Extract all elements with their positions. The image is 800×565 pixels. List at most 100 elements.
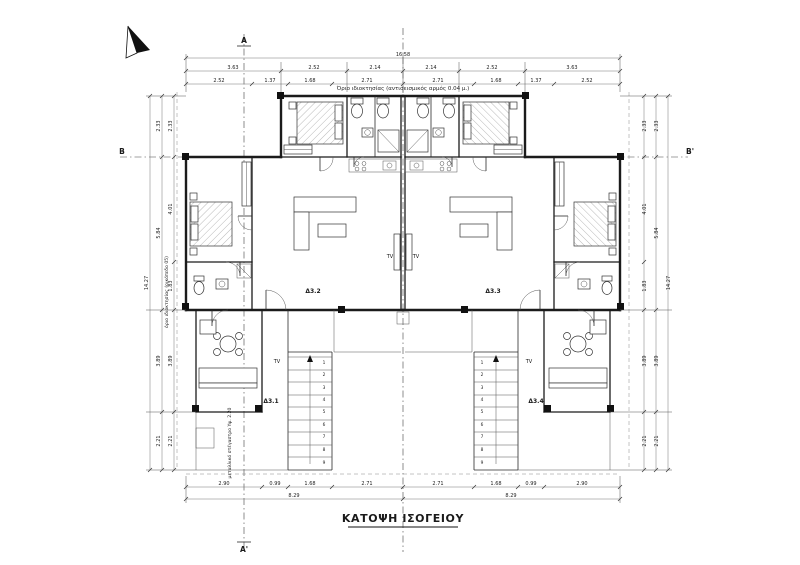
dimension-text: 7 [323, 434, 326, 440]
dim-right-row: 2.335.843.892.21 [654, 120, 660, 446]
pergola-grate [195, 427, 215, 449]
unit-label-d34: Δ3.4 [528, 398, 543, 405]
dimension-text: 3.89 [642, 355, 648, 366]
dimension-text: 1.68 [490, 481, 501, 487]
left-boundary-note: όριο ιδιοκτησίας (οικόπεδο 05) [163, 256, 170, 328]
dimension-text: 2.90 [218, 481, 229, 487]
dim-left-row: 2.335.843.892.21 [156, 120, 162, 446]
boundary-note: Όριο ιδιοκτησίας (αντισεισμικός αρμός 0.… [336, 85, 469, 92]
living-room-furniture [293, 196, 401, 271]
dimension-text: 9 [481, 460, 484, 466]
bathroom-side-fixtures [193, 263, 252, 295]
dimension-text: 0.99 [269, 481, 280, 487]
dim-bottom-inner: 2.90 0.99 1.68 2.71 2.71 1.68 0.99 2.90 [218, 481, 587, 487]
dimension-text: 4.01 [168, 203, 174, 214]
pergola-note: μεταλλικό στέγαστρο Υψ. 2.20 [226, 407, 233, 478]
dimension-text: 2.33 [156, 120, 162, 131]
dimension-text: 9 [323, 460, 326, 466]
dimension-text: 2.21 [156, 435, 162, 446]
dimension-text: 8.29 [288, 493, 299, 499]
bedroom-side-furniture [189, 161, 252, 256]
tv-label: TV [386, 254, 394, 260]
dimension-text: 2.33 [642, 120, 648, 131]
dimension-text: 4 [481, 397, 484, 403]
dimension-text: 2.52 [581, 78, 592, 84]
dimension-text: 1 [481, 360, 484, 366]
center-grate [396, 311, 410, 325]
dimension-text: 2 [481, 372, 484, 378]
dim-right-overall: 14.27 [666, 276, 672, 290]
section-marker-b-right: B' [686, 147, 694, 156]
dimension-text: 1.37 [530, 78, 541, 84]
dimension-text: 2.90 [576, 481, 587, 487]
dimension-text: 2.21 [654, 435, 660, 446]
dimension-text: 2.21 [642, 435, 648, 446]
dimension-text: 3.89 [156, 355, 162, 366]
dimension-text: 3 [323, 385, 326, 391]
dimension-text: 3.63 [227, 65, 238, 71]
stair-treads [288, 355, 332, 464]
section-marker-a-bottom: A' [240, 545, 248, 554]
dimension-text: 1.37 [264, 78, 275, 84]
bedroom-top-furniture [283, 101, 344, 155]
dimension-text: 2.21 [168, 435, 174, 446]
dimension-text: 2.71 [361, 78, 372, 84]
dimension-text: 5 [481, 409, 484, 415]
dimension-text: 3.63 [566, 65, 577, 71]
dimension-text: 2.52 [213, 78, 224, 84]
dimension-text: 1.68 [304, 481, 315, 487]
dimension-text: 1.83 [168, 280, 174, 291]
dimension-lines [146, 54, 672, 503]
dimension-text: 5.84 [654, 227, 660, 238]
reference-lines [120, 28, 688, 552]
dimension-text: 2.33 [654, 120, 660, 131]
door-swings [211, 156, 365, 327]
dimension-text: 4.01 [642, 203, 648, 214]
unit-label-d31: Δ3.1 [263, 398, 278, 405]
dimension-text: 2.71 [361, 481, 372, 487]
dimension-text: 1.68 [304, 78, 315, 84]
dimension-text: 8 [323, 447, 326, 453]
unit-left-geometry [182, 92, 405, 471]
dimension-text: 3.89 [168, 355, 174, 366]
dimension-text: 1.68 [490, 78, 501, 84]
dimension-text: 0.99 [525, 481, 536, 487]
dimension-text: 2.14 [425, 65, 436, 71]
section-marker-b-left: B [119, 147, 125, 156]
dimension-text: 1.83 [642, 280, 648, 291]
unit-label-d33: Δ3.3 [485, 288, 500, 295]
dim-bottom-row: 8.29 8.29 [288, 493, 516, 499]
dimension-text: 2.52 [308, 65, 319, 71]
dimension-text: 2 [323, 372, 326, 378]
sitting-room-furniture [198, 319, 258, 389]
dimension-text: 8.29 [505, 493, 516, 499]
unit-label-d32: Δ3.2 [305, 288, 320, 295]
dim-top-row: 3.63 2.52 2.14 2.14 2.52 3.63 [227, 65, 577, 71]
section-marker-a-top: A [241, 36, 247, 45]
tv-label: TV [412, 254, 420, 260]
north-arrow-icon [125, 25, 150, 59]
dimension-text: 2.14 [369, 65, 380, 71]
dimension-text: 6 [481, 422, 484, 428]
dim-left-inner: 2.334.011.833.892.21 [168, 120, 174, 446]
dimension-text: 3 [481, 385, 484, 391]
dim-left-overall: 14.27 [144, 276, 150, 290]
dimension-text: 2.52 [486, 65, 497, 71]
dimension-text: 1 [323, 360, 326, 366]
tv-label: TV [273, 359, 281, 365]
dimension-text: 2.71 [432, 481, 443, 487]
dim-top-overall: 16.58 [396, 52, 410, 58]
structural-columns [182, 92, 345, 412]
decor [195, 311, 410, 449]
dimension-text: 6 [323, 422, 326, 428]
drawing-title: ΚΑΤΟΨΗ ΙΣΟΓΕΙΟΥ [342, 512, 465, 525]
stair-direction-arrow [307, 355, 313, 362]
dimension-text: 2.71 [432, 78, 443, 84]
dimension-text: 7 [481, 434, 484, 440]
dimension-text: 4 [323, 397, 326, 403]
dim-right-inner: 2.33 4.01 1.83 3.89 2.21 [642, 120, 648, 446]
